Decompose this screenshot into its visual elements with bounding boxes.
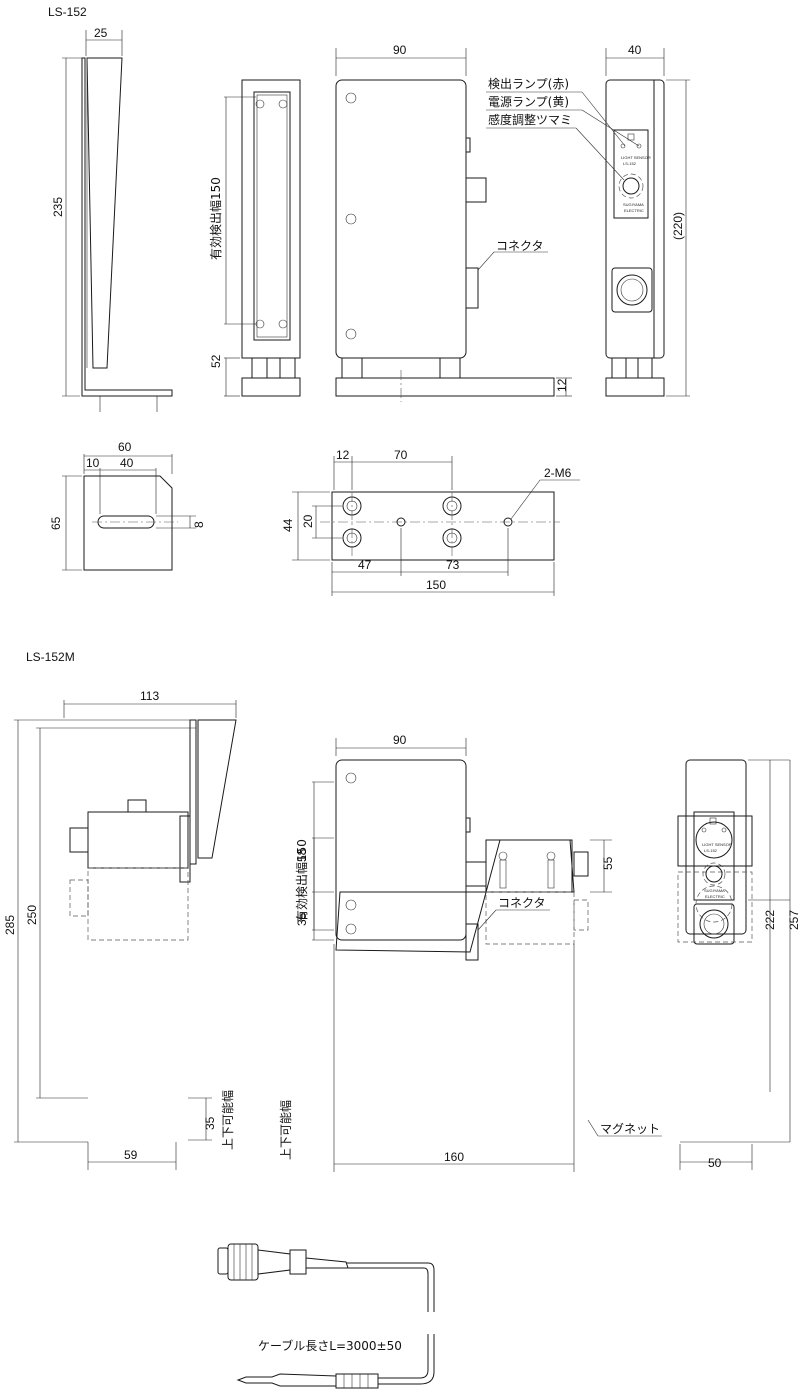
panel-model-1: LS-152 bbox=[623, 161, 637, 166]
dim-ls152-side-height: 235 bbox=[51, 197, 65, 217]
label-adjust-range-2: 上下可能幅 bbox=[278, 1100, 293, 1160]
dim-ls152m-adjust-35: 35 bbox=[203, 1116, 217, 1130]
dim-ls152-bottom-height: 52 bbox=[209, 354, 223, 368]
cable-drawing: ケーブル長さL=3000±50 bbox=[217, 1243, 435, 1389]
dim-ls152m-base-length: 160 bbox=[444, 1150, 464, 1164]
panel-title-2: LIGHT SENSOR bbox=[702, 842, 732, 847]
ls152m-right-view: LIGHT SENSOR LS-152 SUGIYAMA ELECTRIC 22… bbox=[677, 759, 801, 1170]
dim-ls152m-bottom-width: 59 bbox=[124, 1148, 138, 1162]
panel-maker-1: SUGIYAMA bbox=[623, 202, 644, 207]
dim-ls152m-h35: 35 bbox=[295, 912, 309, 926]
m6-hole-icon bbox=[396, 517, 406, 527]
panel-maker2-2: ELECTRIC bbox=[705, 894, 725, 899]
label-adjust-range-1: 上下可能幅 bbox=[220, 1090, 235, 1150]
label-sensitivity-knob: 感度調整ツマミ bbox=[488, 112, 572, 127]
dim-plate-offset: 10 bbox=[86, 456, 100, 470]
ls152-side-view: 25 235 bbox=[51, 26, 173, 412]
label-connector-2: コネクタ bbox=[498, 896, 546, 910]
ls152-right-view: LIGHT SENSOR LS-152 SUGIYAMA ELECTRIC 40… bbox=[486, 43, 690, 397]
label-power-lamp: 電源ランプ(黄) bbox=[488, 95, 569, 109]
dim-base-73: 73 bbox=[446, 558, 460, 572]
ls152-window-view: 有効検出幅150 52 bbox=[208, 79, 301, 397]
ls152-bracket-plate: 60 10 40 65 8 bbox=[49, 440, 206, 571]
ls152-front-view: 90 12 コネクタ bbox=[335, 43, 572, 402]
label-2-m6: 2-M6 bbox=[544, 466, 572, 480]
panel-title-1: LIGHT SENSOR bbox=[621, 155, 651, 160]
dim-plate-slot-width: 8 bbox=[192, 521, 206, 528]
panel-maker-2: SUGIYAMA bbox=[704, 888, 725, 893]
dim-ls152-side-width: 25 bbox=[94, 26, 108, 40]
dim-ls152m-h257: 257 bbox=[787, 910, 801, 930]
dim-plate-width: 60 bbox=[118, 440, 132, 454]
dim-ls152-effective-width: 有効検出幅150 bbox=[208, 177, 223, 260]
panel-maker2-1: ELECTRIC bbox=[624, 208, 644, 213]
dim-base-edge: 12 bbox=[336, 448, 350, 462]
ls152m-side-view: 113 285 250 35 上下可能幅 59 bbox=[3, 689, 237, 1170]
model-title-ls152m: LS-152M bbox=[26, 650, 75, 664]
label-cable-length: ケーブル長さL=3000±50 bbox=[258, 1338, 402, 1353]
dim-base-depth: 44 bbox=[281, 518, 295, 532]
sensitivity-knob-icon bbox=[705, 865, 723, 883]
label-detect-lamp: 検出ランプ(赤) bbox=[488, 77, 569, 91]
connector-icon bbox=[616, 274, 648, 306]
dim-plate-height: 65 bbox=[49, 516, 63, 530]
dim-base-47: 47 bbox=[358, 558, 372, 572]
dim-ls152m-front-width: 90 bbox=[393, 733, 407, 747]
label-connector-1: コネクタ bbox=[496, 239, 544, 253]
dim-plate-slot-length: 40 bbox=[120, 456, 134, 470]
dim-ls152-base-height: 12 bbox=[555, 378, 569, 392]
dim-ls152m-right-width: 50 bbox=[708, 1156, 722, 1170]
dim-ls152-front-width: 90 bbox=[393, 43, 407, 57]
dim-base-hole-pitch: 20 bbox=[301, 514, 315, 528]
model-title-ls152: LS-152 bbox=[48, 5, 87, 19]
dim-ls152-right-width: 40 bbox=[628, 43, 642, 57]
sensitivity-knob-icon bbox=[622, 177, 640, 195]
connector-icon bbox=[699, 909, 729, 939]
dim-ls152m-h222: 222 bbox=[763, 910, 777, 930]
dim-ls152m-total-height: 285 bbox=[3, 915, 17, 935]
dim-ls152m-h58: 58 bbox=[295, 848, 309, 862]
panel-model-2: LS-152 bbox=[704, 848, 718, 853]
dim-ls152m-side-width: 113 bbox=[140, 689, 159, 703]
ls152-base-plate: 12 70 44 20 47 73 150 2-M6 bbox=[281, 448, 580, 596]
label-magnet: マグネット bbox=[600, 1122, 660, 1136]
dim-base-length: 150 bbox=[426, 578, 446, 592]
dim-ls152m-effective-width: 有効検出幅150 bbox=[294, 839, 309, 922]
dim-ls152-right-height: (220) bbox=[671, 212, 685, 240]
dim-base-pitch: 70 bbox=[394, 448, 408, 462]
m6-hole-icon bbox=[503, 517, 513, 527]
dim-ls152m-height-250: 250 bbox=[25, 905, 39, 925]
ls152m-front-view: 90 有効検出幅150 58 35 上下可能幅 55 160 コネクタ マグネッ… bbox=[278, 733, 662, 1172]
dim-ls152m-h55: 55 bbox=[601, 856, 615, 870]
